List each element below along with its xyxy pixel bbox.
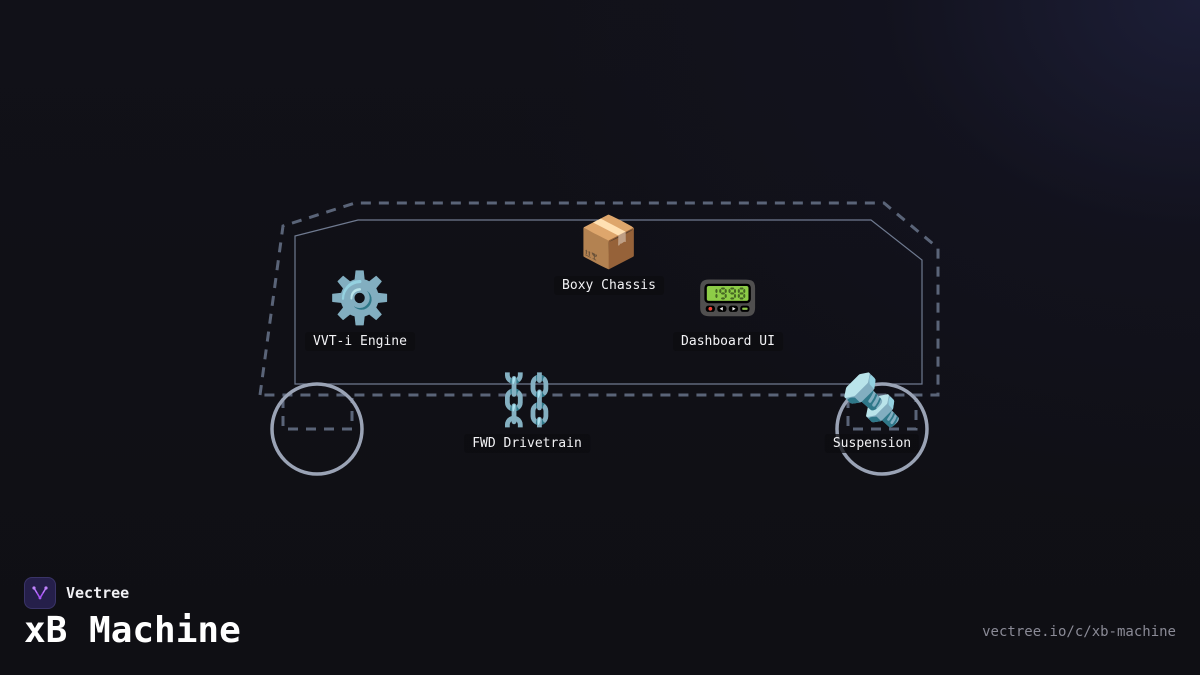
component-drivetrain-label: FWD Drivetrain bbox=[464, 434, 590, 453]
package-icon: 📦 bbox=[577, 214, 641, 270]
car-body-outer-dashed bbox=[258, 201, 940, 397]
rear-wheel bbox=[835, 382, 929, 476]
page-title: xB Machine bbox=[24, 610, 241, 651]
rear-wheel-arch bbox=[846, 398, 918, 431]
vectree-logo-icon bbox=[24, 577, 56, 609]
front-wheel-arch bbox=[281, 398, 354, 431]
component-chassis-label: Boxy Chassis bbox=[554, 276, 664, 295]
page-url[interactable]: vectree.io/c/xb-machine bbox=[982, 624, 1176, 640]
component-drivetrain[interactable]: ⛓️ FWD Drivetrain bbox=[464, 372, 590, 453]
brand[interactable]: Vectree bbox=[24, 577, 129, 609]
component-dashboard[interactable]: 📟 Dashboard UI bbox=[673, 270, 783, 351]
brand-name: Vectree bbox=[66, 584, 130, 602]
component-suspension[interactable]: 🔩 Suspension bbox=[824, 372, 920, 453]
component-dashboard-label: Dashboard UI bbox=[673, 332, 783, 351]
car-body-inner bbox=[294, 219, 923, 385]
component-engine-label: VVT-i Engine bbox=[305, 332, 415, 351]
pager-icon: 📟 bbox=[696, 270, 760, 326]
component-engine[interactable]: ⚙️ VVT-i Engine bbox=[305, 270, 415, 351]
component-chassis[interactable]: 📦 Boxy Chassis bbox=[554, 214, 664, 295]
component-suspension-label: Suspension bbox=[824, 434, 920, 453]
chain-icon: ⛓️ bbox=[495, 372, 559, 428]
front-wheel bbox=[270, 382, 364, 476]
gear-icon: ⚙️ bbox=[328, 270, 392, 326]
nut-and-bolt-icon: 🔩 bbox=[840, 372, 904, 428]
